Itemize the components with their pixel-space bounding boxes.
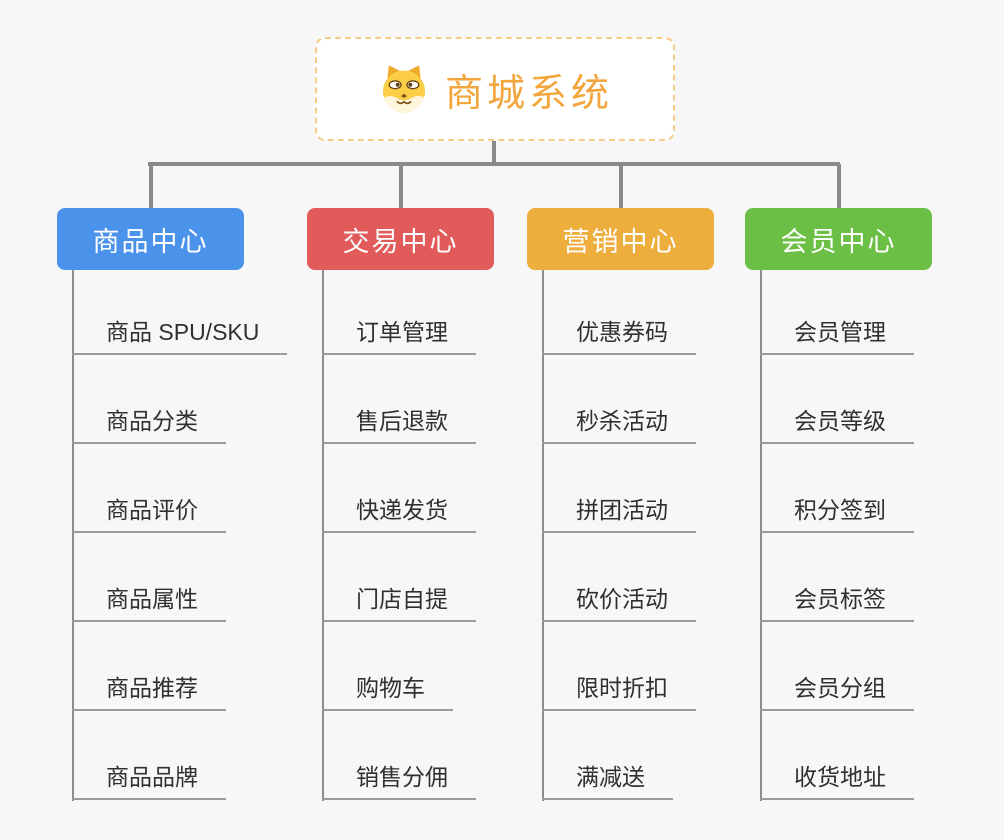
branch-node-marketing[interactable]: 营销中心 xyxy=(527,208,714,270)
sub-topic-node[interactable]: 销售分佣 xyxy=(322,758,476,800)
connector-branch-drop xyxy=(619,164,623,210)
branch-node-label: 商品中心 xyxy=(92,226,209,257)
connector-root-drop xyxy=(492,141,496,166)
branch-node-members[interactable]: 会员中心 xyxy=(745,208,932,270)
sub-topic-node[interactable]: 会员等级 xyxy=(760,402,914,444)
sub-topic-node[interactable]: 砍价活动 xyxy=(542,580,696,622)
sub-topic-node[interactable]: 商品评价 xyxy=(72,491,226,533)
sub-topic-node[interactable]: 会员分组 xyxy=(760,669,914,711)
dog-icon xyxy=(382,65,426,113)
branch-node-trade[interactable]: 交易中心 xyxy=(307,208,494,270)
sub-topic-node[interactable]: 商品推荐 xyxy=(72,669,226,711)
connector-branch-drop xyxy=(399,164,403,210)
branch-column-products: 商品 SPU/SKU 商品分类商品评价商品属性商品推荐商品品牌 xyxy=(72,270,312,801)
branch-node-label: 营销中心 xyxy=(562,226,679,257)
connector-bus xyxy=(148,162,840,166)
sub-topic-node[interactable]: 商品品牌 xyxy=(72,758,226,800)
sub-topic-node[interactable]: 秒杀活动 xyxy=(542,402,696,444)
sub-topic-node[interactable]: 快递发货 xyxy=(322,491,476,533)
branch-node-label: 会员中心 xyxy=(780,226,897,257)
connector-branch-drop xyxy=(837,164,841,210)
sub-topic-node[interactable]: 拼团活动 xyxy=(542,491,696,533)
branch-column-trade: 订单管理售后退款快递发货门店自提购物车销售分佣 xyxy=(322,270,562,801)
sub-topic-node[interactable]: 积分签到 xyxy=(760,491,914,533)
sub-topic-node[interactable]: 购物车 xyxy=(322,669,453,711)
sub-topic-node[interactable]: 门店自提 xyxy=(322,580,476,622)
root-topic-node[interactable]: 商城系统 xyxy=(315,37,675,141)
connector-branch-drop xyxy=(149,164,153,210)
root-topic-title: 商城系统 xyxy=(444,72,613,115)
sub-topic-node[interactable]: 会员标签 xyxy=(760,580,914,622)
sub-topic-node[interactable]: 满减送 xyxy=(542,758,673,800)
sub-topic-node[interactable]: 限时折扣 xyxy=(542,669,696,711)
sub-topic-node[interactable]: 售后退款 xyxy=(322,402,476,444)
sub-topic-node[interactable]: 优惠券码 xyxy=(542,313,696,355)
sub-topic-node[interactable]: 商品 SPU/SKU xyxy=(72,313,288,355)
sub-topic-node[interactable]: 会员管理 xyxy=(760,313,914,355)
sub-topic-node[interactable]: 收货地址 xyxy=(760,758,914,800)
sub-topic-node[interactable]: 订单管理 xyxy=(322,313,476,355)
branch-node-products[interactable]: 商品中心 xyxy=(57,208,244,270)
branch-column-marketing: 优惠券码秒杀活动拼团活动砍价活动限时折扣满减送 xyxy=(542,270,782,801)
branch-node-label: 交易中心 xyxy=(342,226,459,257)
sub-topic-node[interactable]: 商品分类 xyxy=(72,402,226,444)
sub-topic-node[interactable]: 商品属性 xyxy=(72,580,226,622)
branch-column-members: 会员管理会员等级积分签到会员标签会员分组收货地址 xyxy=(760,270,1000,801)
